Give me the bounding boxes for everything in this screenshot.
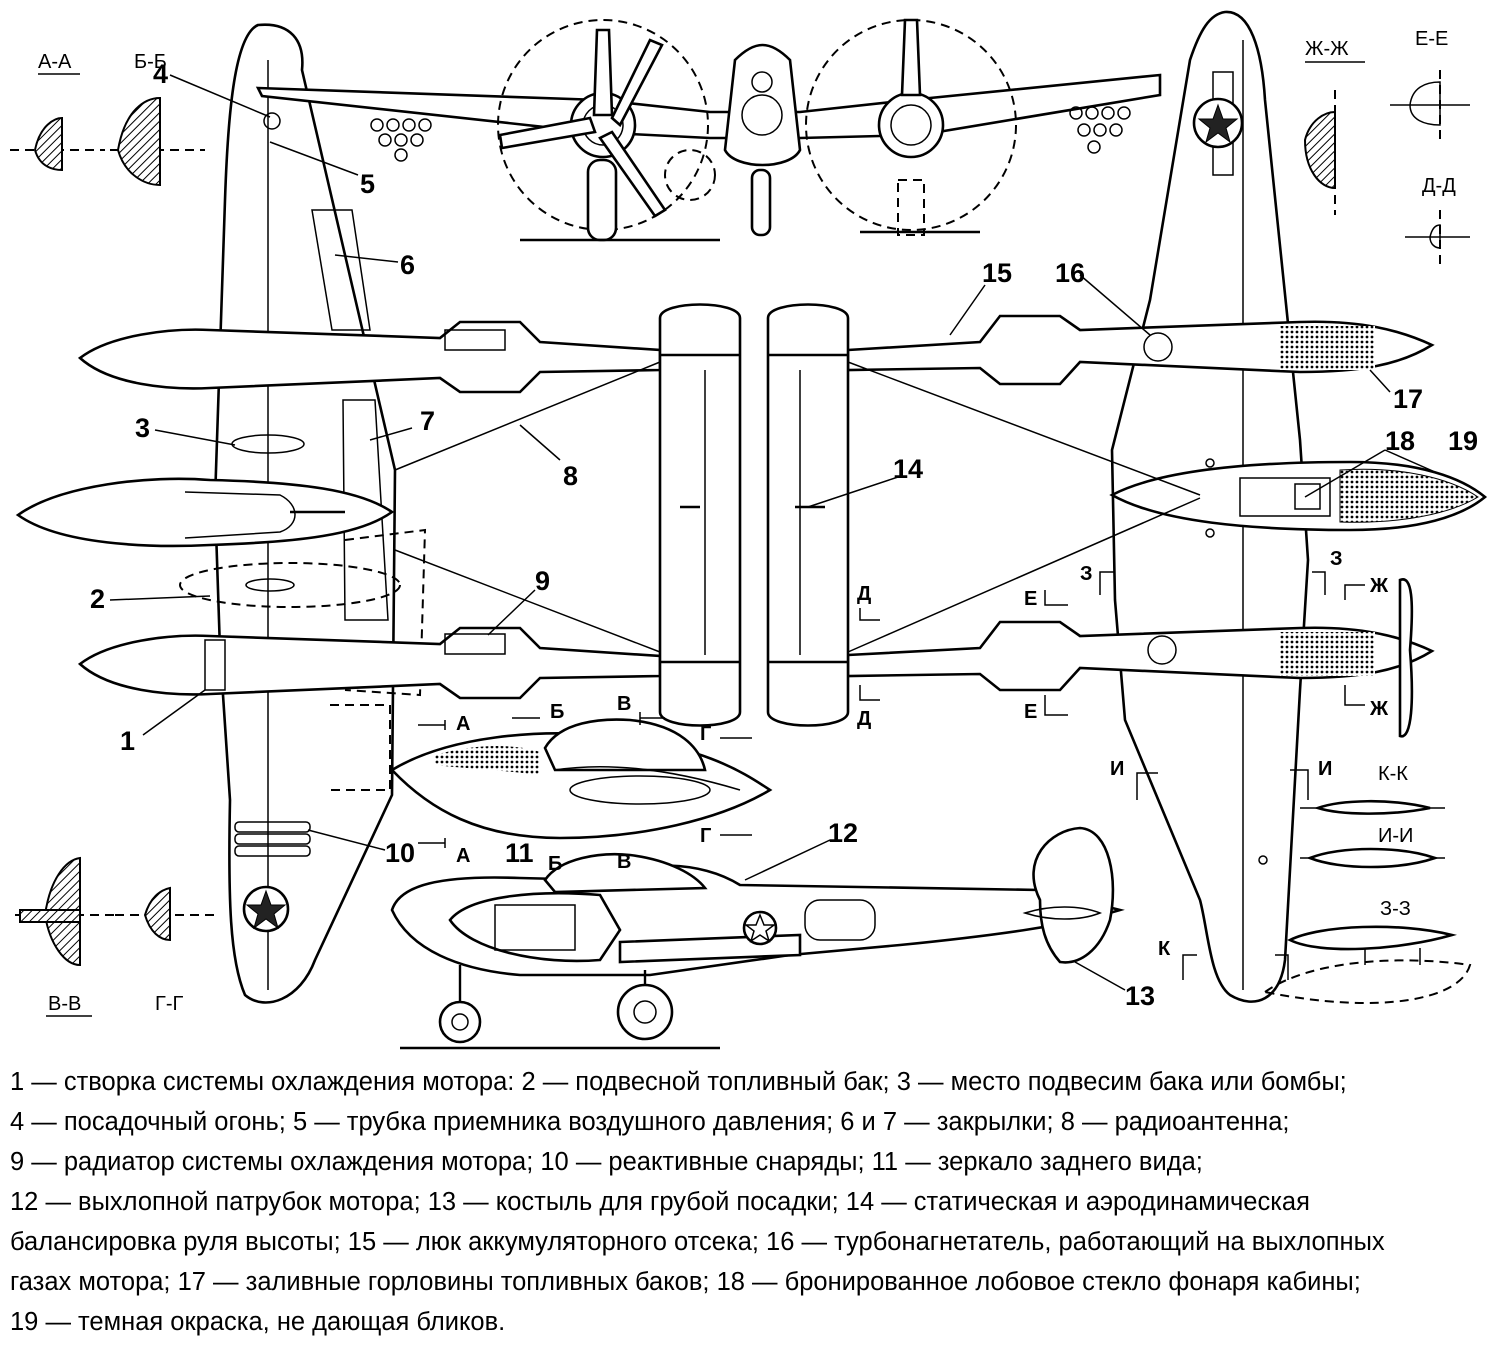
callout-14: 14 bbox=[893, 454, 923, 484]
legend-line: балансировка руля высоты; 15 — люк аккум… bbox=[10, 1228, 1385, 1256]
radio-antenna bbox=[394, 361, 1201, 653]
legend-line: 9 — радиатор системы охлаждения мотора; … bbox=[10, 1148, 1203, 1176]
callout-15: 15 bbox=[982, 258, 1012, 288]
legend: 1 — створка системы охлаждения мотора: 2… bbox=[10, 1062, 1495, 1342]
left-plan-gondola bbox=[15, 477, 395, 548]
callout-8: 8 bbox=[563, 461, 578, 491]
callout-10: 10 bbox=[385, 838, 415, 868]
cut-mark-zh-bottom: Ж bbox=[1369, 698, 1389, 720]
cut-mark-a-bottom: А bbox=[456, 845, 470, 867]
legend-line: 4 — посадочный огонь; 5 — трубка приемни… bbox=[10, 1108, 1290, 1136]
cut-mark-k-left: К bbox=[1158, 938, 1171, 960]
callout-4: 4 bbox=[153, 59, 168, 89]
cut-mark-b-top: Б bbox=[550, 701, 564, 723]
cut-mark-i-right: И bbox=[1318, 758, 1332, 780]
cut-mark-v-bottom: В bbox=[617, 851, 631, 873]
plan-view-top bbox=[766, 10, 1488, 1003]
callout-5: 5 bbox=[360, 169, 375, 199]
cut-mark-e-top: Е bbox=[1024, 588, 1037, 610]
section-label-kk: К-К bbox=[1378, 763, 1408, 785]
cut-mark-b-bottom: Б bbox=[548, 853, 562, 875]
callout-2: 2 bbox=[90, 584, 105, 614]
aircraft-drawing: А-А Б-Б В-В Г-Г Д-Д Е-Е Ж-Ж К-К И-И З-З … bbox=[10, 10, 1488, 1050]
callout-16: 16 bbox=[1055, 258, 1085, 288]
front-view bbox=[255, 18, 1162, 242]
callout-19: 19 bbox=[1448, 426, 1478, 456]
side-view bbox=[390, 826, 1125, 1050]
leader-lines bbox=[109, 74, 1436, 991]
cut-mark-a-top: А bbox=[456, 713, 470, 735]
section-label-zhzh: Ж-Ж bbox=[1305, 38, 1349, 60]
canopy-detail bbox=[389, 718, 773, 840]
plan-view-bottom bbox=[15, 23, 742, 1004]
left-plan-boom-upper bbox=[77, 320, 662, 394]
callout-12: 12 bbox=[828, 818, 858, 848]
cut-mark-zh-top: Ж bbox=[1369, 575, 1389, 597]
callout-18: 18 bbox=[1385, 426, 1415, 456]
section-label-ee: Е-Е bbox=[1415, 28, 1448, 50]
callout-7: 7 bbox=[420, 406, 435, 436]
cut-mark-v-top: В bbox=[617, 693, 631, 715]
callout-1: 1 bbox=[120, 726, 135, 756]
callout-17: 17 bbox=[1393, 384, 1423, 414]
section-label-dd: Д-Д bbox=[1422, 175, 1456, 197]
callout-9: 9 bbox=[535, 566, 550, 596]
cut-mark-d-bottom: Д bbox=[857, 708, 871, 730]
cut-mark-g-top: Г bbox=[700, 723, 711, 745]
rocket-cluster-front-right bbox=[1069, 106, 1131, 154]
section-label-ii: И-И bbox=[1378, 825, 1413, 847]
legend-line: газах мотора; 17 — заливные горловины то… bbox=[10, 1268, 1361, 1296]
section-label-bb: Б-Б bbox=[134, 51, 167, 73]
cut-mark-d-top: Д bbox=[857, 583, 871, 605]
cut-mark-g-bottom: Г bbox=[700, 825, 711, 847]
section-label-vv: В-В bbox=[48, 993, 81, 1015]
legend-line: 12 — выхлопной патрубок мотора; 13 — кос… bbox=[10, 1188, 1310, 1216]
section-profiles bbox=[10, 70, 1472, 1004]
callout-6: 6 bbox=[400, 250, 415, 280]
callout-3: 3 bbox=[135, 413, 150, 443]
section-label-gg: Г-Г bbox=[155, 993, 183, 1015]
cut-marks: А А Б Б В В Г Г Д Д Е Е З З Ж Ж И И К bbox=[418, 548, 1389, 980]
legend-line: 19 — темная окраска, не дающая бликов. bbox=[10, 1308, 506, 1336]
cut-mark-e-bottom: Е bbox=[1024, 701, 1037, 723]
cut-mark-z-right: З bbox=[1330, 548, 1343, 570]
section-label-aa: А-А bbox=[38, 51, 72, 73]
callout-13: 13 bbox=[1125, 981, 1155, 1011]
section-label-zz: З-З bbox=[1380, 898, 1411, 920]
rocket-cluster bbox=[234, 821, 311, 857]
callout-11: 11 bbox=[505, 838, 534, 868]
legend-line: 1 — створка системы охлаждения мотора: 2… bbox=[10, 1068, 1347, 1096]
cut-mark-i-left: И bbox=[1110, 758, 1124, 780]
cut-mark-z-left: З bbox=[1080, 563, 1093, 585]
rocket-cluster-front-left bbox=[370, 118, 432, 162]
